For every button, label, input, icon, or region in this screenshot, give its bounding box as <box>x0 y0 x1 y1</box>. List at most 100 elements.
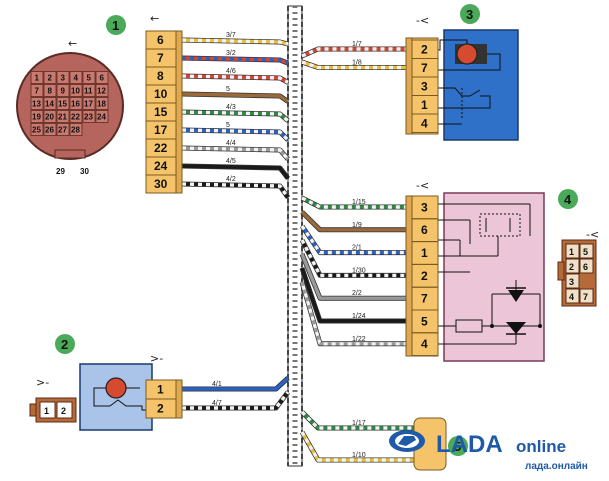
round-pin-label: 24 <box>97 113 106 122</box>
pin-label: 2 <box>421 269 428 283</box>
brand-domain: лада.онлайн <box>525 461 588 472</box>
pin-label: 15 <box>154 105 168 119</box>
thyristor-icon <box>506 322 526 335</box>
round-pin-label: 11 <box>84 87 93 96</box>
wire-label: 1/24 <box>352 313 366 320</box>
pin-label: 1 <box>421 98 428 112</box>
wire-label: 5 <box>226 122 230 129</box>
wire-stripe <box>181 128 290 142</box>
wire-label: 1/15 <box>352 199 366 206</box>
wire-stripe <box>300 281 406 346</box>
round-pin <box>82 71 96 84</box>
connector-4-arrow-icon: -< <box>416 179 429 192</box>
plug-pin <box>56 401 73 419</box>
pin-label: 7 <box>157 51 164 65</box>
callout-3: 3 <box>460 4 480 24</box>
plug-pin <box>39 401 56 419</box>
wire-stripe <box>301 47 406 58</box>
round-pin <box>43 123 57 136</box>
callout-5: 5 <box>448 436 468 456</box>
wire-label: 2/2 <box>352 290 362 297</box>
round-pin-label: 22 <box>71 113 80 122</box>
wire-stripe <box>301 60 406 70</box>
wires: 3/73/24/654/354/44/54/21/71/81/151/92/11… <box>181 32 414 463</box>
wire-label: 1/8 <box>352 60 362 67</box>
pin-label: 6 <box>421 223 428 237</box>
pin-label: 4 <box>421 337 428 351</box>
round-pin-label: 6 <box>100 74 105 83</box>
round-pin-label: 7 <box>35 87 40 96</box>
svg-text:4: 4 <box>564 192 572 207</box>
pin-cell <box>145 174 177 194</box>
round-pin-label: 10 <box>71 87 80 96</box>
round-pin <box>69 110 83 123</box>
pin-cell <box>411 113 439 133</box>
plug-pin <box>579 288 594 304</box>
callout-2: 2 <box>55 334 75 354</box>
round-pin <box>95 97 109 110</box>
round-pin-label: 16 <box>71 100 80 109</box>
wire-outline <box>182 390 290 411</box>
round-pin-label: 25 <box>32 126 41 135</box>
wire-stripe <box>300 431 414 462</box>
wire <box>300 267 406 323</box>
wire-stripe <box>181 38 289 46</box>
plug-pin <box>579 243 594 259</box>
wire-stripe <box>181 110 290 123</box>
round-pin-label: 21 <box>58 113 67 122</box>
wire <box>182 376 290 391</box>
plug-4-arrow-icon: -< <box>586 228 599 241</box>
wire-stripe <box>181 56 289 65</box>
plug-pin-label: 7 <box>583 292 588 302</box>
pin-label: 8 <box>157 69 164 83</box>
round-pin <box>56 110 70 123</box>
plug-pin-label: 2 <box>569 262 574 272</box>
wire-stripe <box>181 182 290 199</box>
round-connector-arrow-icon: ← <box>68 37 77 50</box>
plug-pin-label: 6 <box>583 262 588 272</box>
plug-pin-label: 1 <box>569 247 574 257</box>
pin-label: 2 <box>421 42 428 56</box>
round-bottom-label-30: 30 <box>80 167 89 176</box>
round-pin <box>69 84 83 97</box>
pin-label: 7 <box>421 61 428 75</box>
brand-name: LADA <box>436 431 503 458</box>
wire-label: 1/30 <box>352 267 366 274</box>
wire-stripe <box>181 74 289 84</box>
round-pin <box>43 71 57 84</box>
plug-2-arrow-icon: >- <box>36 376 49 389</box>
wire-label: 2/1 <box>352 245 362 252</box>
brand-logo: LADA online лада.онлайн <box>389 430 588 472</box>
wire-stripe <box>181 146 290 161</box>
wire-label: 3/7 <box>226 32 236 39</box>
harness-bus <box>287 5 303 467</box>
connector-2-arrow-icon: >- <box>150 352 163 365</box>
lamp-motor-icon <box>105 377 127 399</box>
wire-stripe <box>300 239 406 278</box>
wire-label: 5 <box>226 86 230 93</box>
round-pin-label: 9 <box>61 87 66 96</box>
wire-label: 4/3 <box>226 104 236 111</box>
connector-2-pins: 12 <box>145 379 177 419</box>
round-pin <box>30 97 44 110</box>
pin-label: 6 <box>157 33 164 47</box>
round-pin <box>95 84 109 97</box>
wire <box>181 92 289 103</box>
pin-label: 10 <box>154 87 168 101</box>
round-bottom-label-29: 29 <box>56 167 65 176</box>
round-pin <box>82 84 96 97</box>
round-pin-label: 17 <box>84 100 93 109</box>
brand-suffix: online <box>516 437 566 456</box>
diode-icon <box>506 287 526 302</box>
round-pin-label: 13 <box>32 100 41 109</box>
plug-pin-label: 5 <box>583 247 588 257</box>
wire-label: 1/17 <box>352 420 366 427</box>
